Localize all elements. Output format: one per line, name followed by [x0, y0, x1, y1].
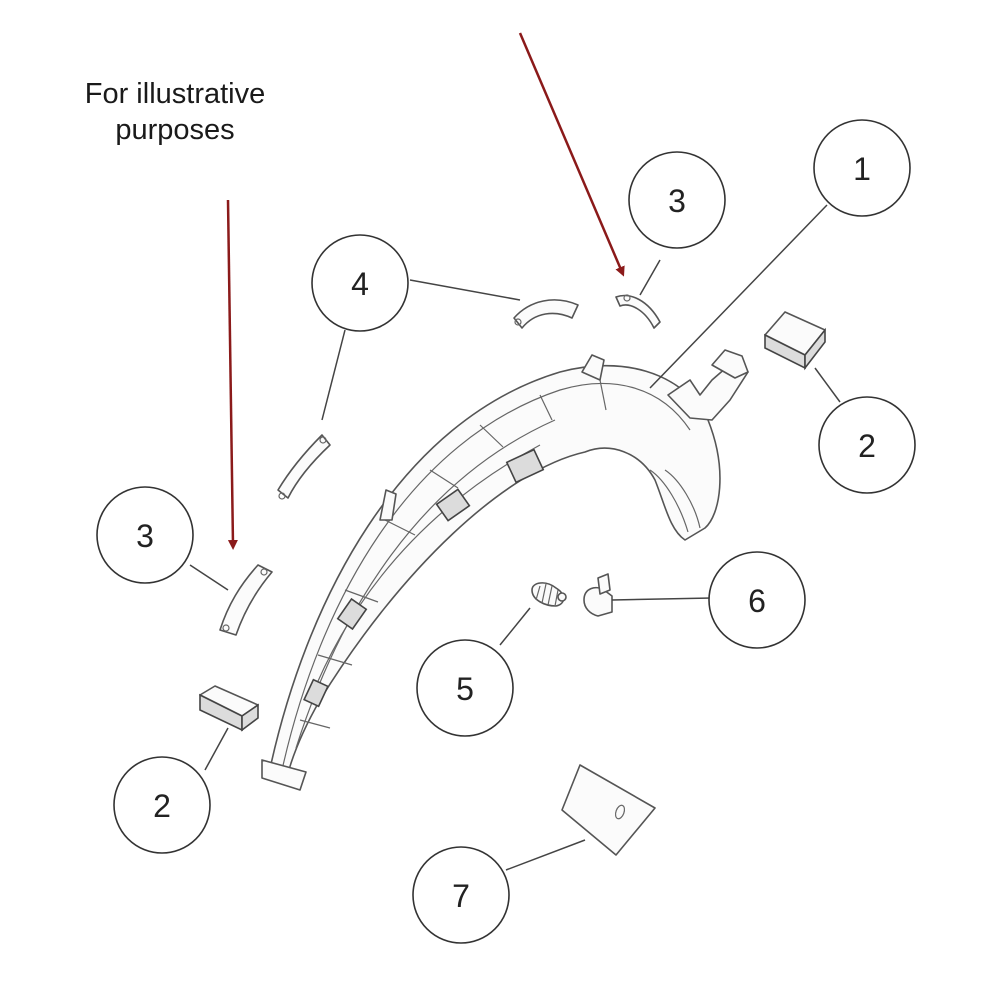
callout-1-label: 1: [853, 151, 871, 187]
callout-1: 1: [813, 119, 911, 217]
callout-5: 5: [416, 639, 514, 737]
part-2-pad-upper: [764, 311, 826, 371]
note-line-1: For illustrative: [84, 78, 266, 110]
callout-3-top-label: 3: [668, 183, 686, 219]
part-5-spring: [531, 582, 567, 607]
part-4-clip-upper: [513, 299, 579, 329]
part-2-pad-lower: [199, 685, 259, 732]
part-3-clip-top: [615, 294, 661, 329]
part-7-label-plate: [561, 764, 656, 856]
callout-3-left: 3: [96, 486, 194, 584]
callout-2-left: 2: [113, 756, 211, 854]
callout-2-right-label: 2: [858, 428, 876, 464]
callout-6-label: 6: [748, 583, 766, 619]
callout-3-left-label: 3: [136, 518, 154, 554]
indicator-arrow-left: [226, 199, 238, 550]
part-6-latch-button: [583, 573, 613, 617]
callout-2-right: 2: [818, 396, 916, 494]
callout-3-top: 3: [628, 151, 726, 249]
callout-7-label: 7: [452, 878, 470, 914]
illustrative-note: For illustrative purposes: [40, 76, 310, 148]
indicator-arrow-top: [518, 32, 625, 277]
note-line-2: purposes: [115, 114, 235, 146]
callout-7: 7: [412, 846, 510, 944]
callout-4: 4: [311, 234, 409, 332]
part-4-clip-middle: [277, 434, 331, 500]
callout-6: 6: [708, 551, 806, 649]
part-1-trim-frame: [261, 349, 749, 791]
callout-4-label: 4: [351, 266, 369, 302]
callout-5-label: 5: [456, 671, 474, 707]
part-3-clip-left: [219, 564, 273, 636]
leader-lines: [189, 204, 841, 871]
callout-2-left-label: 2: [153, 788, 171, 824]
